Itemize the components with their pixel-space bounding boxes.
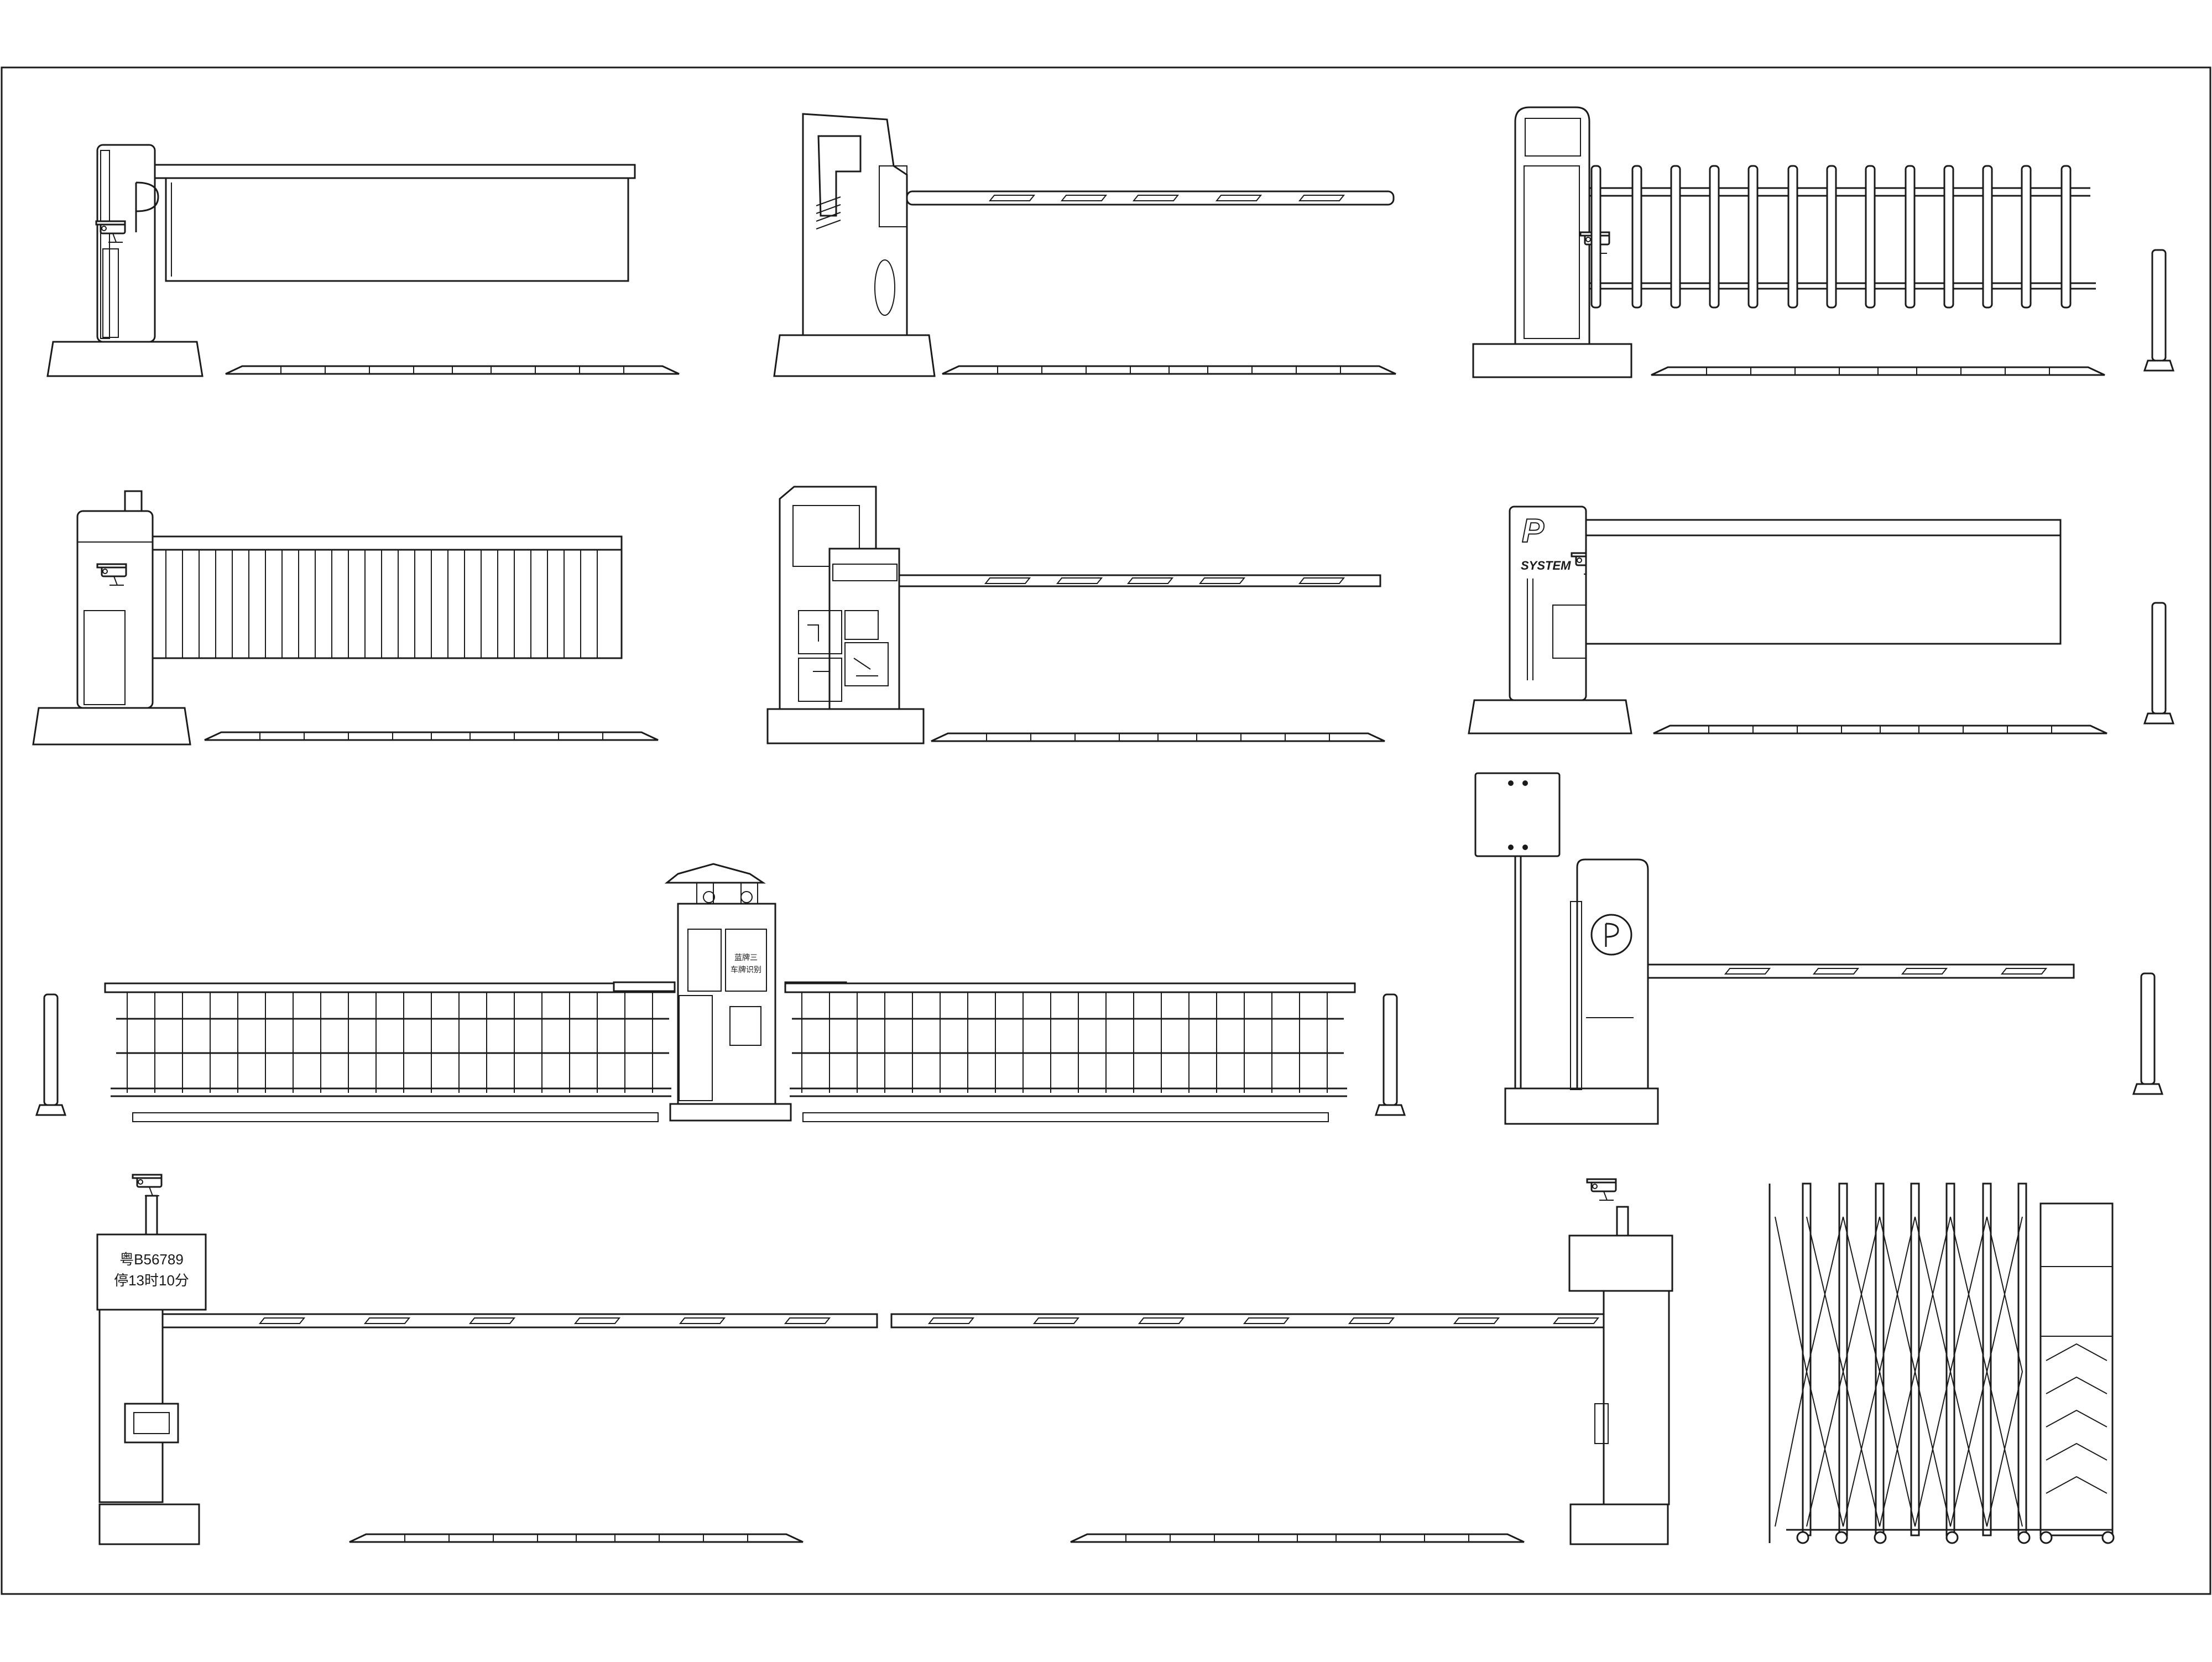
gate-base: [766, 708, 925, 744]
gate-cabinet: [1509, 506, 1587, 701]
boom-arm: [890, 1313, 1605, 1328]
bollard: [2132, 972, 2163, 1095]
gate-base: [98, 1503, 200, 1545]
sign-board: [1474, 772, 1561, 857]
retractable-scissor-gate: [1768, 1182, 2115, 1544]
kiosk-roof: [664, 863, 766, 884]
bollard: [1375, 993, 1406, 1116]
sign-pole: [1514, 855, 1522, 1090]
plate-number-text: 粤B56789: [119, 1251, 184, 1268]
parking-duration-text: 停13时10分: [114, 1272, 189, 1289]
vertical-slats: [165, 550, 598, 658]
bollard: [2143, 249, 2174, 372]
gate-base: [1569, 1503, 1669, 1545]
boom-arm: [906, 190, 1395, 206]
boom-arm-panel: [165, 177, 629, 282]
speed-bump: [941, 365, 1397, 375]
speed-bump: [1070, 1533, 1525, 1543]
speed-bump: [930, 732, 1386, 742]
right-fence-pickets: [801, 992, 1328, 1093]
gate-cabinet: [96, 144, 156, 343]
gate-cabinet: [76, 510, 154, 709]
gate-base: [46, 341, 204, 377]
gate-head: [1568, 1234, 1673, 1292]
boom-arm-panel: [1585, 534, 2062, 645]
barrier-gate-mirrored: [890, 1178, 1673, 1545]
barrier-gate-slat-fence: [32, 490, 623, 746]
right-fence-top-rail: [784, 982, 1356, 993]
gate-base: [773, 334, 936, 377]
right-ground-track: [802, 1112, 1329, 1122]
kiosk-text-line2: 车牌识别: [731, 965, 761, 974]
gate-base: [1504, 1087, 1659, 1125]
parking-p-logo-icon: [1590, 914, 1632, 956]
scissor-links: [1775, 1216, 2023, 1527]
boom-arm-top: [1585, 519, 2062, 536]
parking-p-logo-icon: [135, 181, 159, 232]
speed-bump: [348, 1533, 804, 1543]
keypad-icon: [124, 1403, 179, 1444]
boom-arm: [161, 1313, 878, 1328]
led-display-board: [96, 1233, 207, 1311]
speed-bump: [204, 731, 659, 741]
scissor-posts: [1802, 1182, 2027, 1536]
barrier-gate-p-logo-sign: [1474, 772, 2075, 1125]
gate-cabinet: [1514, 106, 1590, 345]
parking-p-logo-icon: P: [1522, 512, 1545, 549]
gate-base: [1472, 343, 1632, 378]
kiosk-body: [677, 903, 776, 1105]
system-label: SYSTEM: [1521, 559, 1571, 572]
barrier-gate-led-display: 粤B56789 停13时10分: [96, 1174, 878, 1545]
cctv-camera-icon: [1586, 1178, 1617, 1201]
boom-arm-top: [154, 164, 636, 179]
boom-arm: [1647, 963, 2075, 979]
gate-base: [32, 707, 191, 746]
gate-base: [1468, 699, 1632, 734]
kiosk-text-line1: 蓝牌三: [734, 953, 758, 962]
ad-panel-grid: [798, 610, 889, 702]
fence-pickets: [1590, 165, 2072, 309]
display-screen: [1525, 118, 1581, 157]
speed-bump: [1652, 725, 2108, 734]
bollard: [2143, 602, 2174, 725]
left-fence-top-rail: [104, 982, 676, 993]
gate-cabinet: [1576, 858, 1649, 1090]
double-fence-barrier-with-kiosk: 蓝牌三 车牌识别: [35, 863, 1406, 1122]
left-ground-track: [132, 1112, 659, 1122]
chevron-panel: [2046, 1343, 2107, 1494]
display-screen: [792, 505, 860, 567]
kiosk-base: [669, 1103, 792, 1122]
barrier-gate-straight-arm: [773, 113, 1395, 377]
caster-wheels: [1796, 1531, 2115, 1544]
barrier-gate-ad-panel: [766, 486, 1381, 744]
gate-head-frame: [2039, 1202, 2114, 1536]
speed-bump: [225, 365, 680, 375]
slat-panel: [152, 549, 623, 659]
gate-cabinet: [1603, 1290, 1670, 1505]
parking-p-logo-icon: [817, 135, 862, 217]
barrier-gate-fence-arm: [1472, 106, 2096, 378]
bollard: [35, 993, 66, 1116]
left-fence-pickets: [127, 992, 653, 1093]
sheet-frame: [1, 66, 2211, 1595]
barrier-gate-wide-panel: [46, 144, 636, 377]
speed-bump: [1650, 366, 2106, 376]
cctv-camera-icon: [132, 1174, 163, 1197]
boom-arm: [898, 574, 1381, 587]
boom-arm-top: [152, 535, 623, 551]
barrier-gate-system-panel: P SYSTEM: [1468, 506, 2062, 734]
